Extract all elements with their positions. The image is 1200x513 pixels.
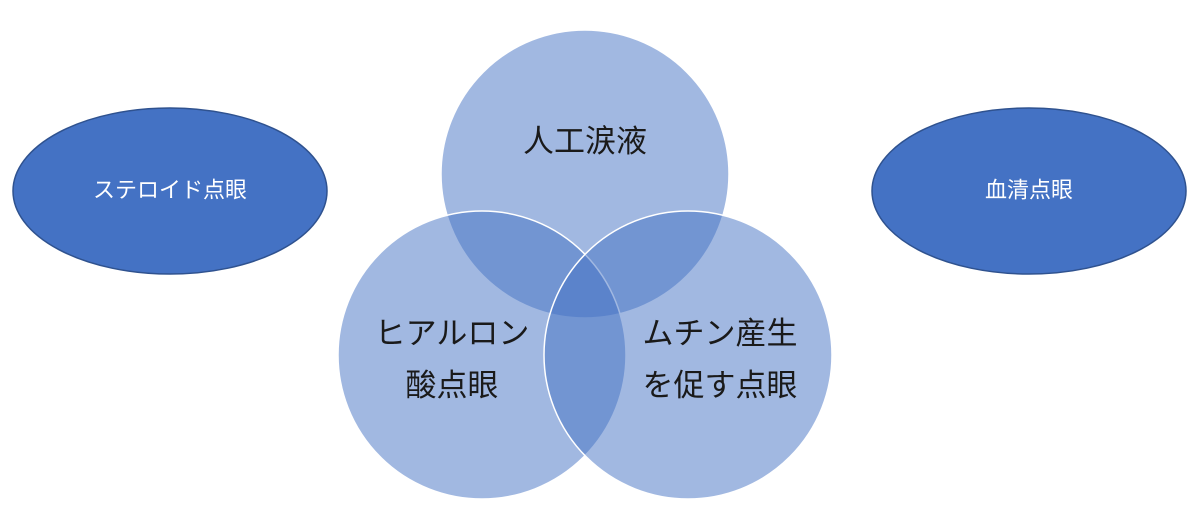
right-ellipse-label: 血清点眼: [985, 179, 1073, 204]
right-ellipse-group: 血清点眼: [871, 107, 1187, 275]
left-ellipse: [12, 107, 328, 275]
left-circle-label-line1: ヒアルロン: [375, 316, 530, 352]
right-ellipse: [871, 107, 1187, 275]
right-circle-label-line2: を促す点眼: [643, 368, 798, 404]
left-ellipse-label: ステロイド点眼: [93, 179, 247, 204]
left-ellipse-group: ステロイド点眼: [12, 107, 328, 275]
top-circle-label: 人工涙液: [523, 124, 647, 160]
right-circle-label-line1: ムチン産生: [643, 316, 798, 352]
left-circle-label-line2: 酸点眼: [406, 368, 499, 404]
right-circle: [543, 210, 833, 500]
